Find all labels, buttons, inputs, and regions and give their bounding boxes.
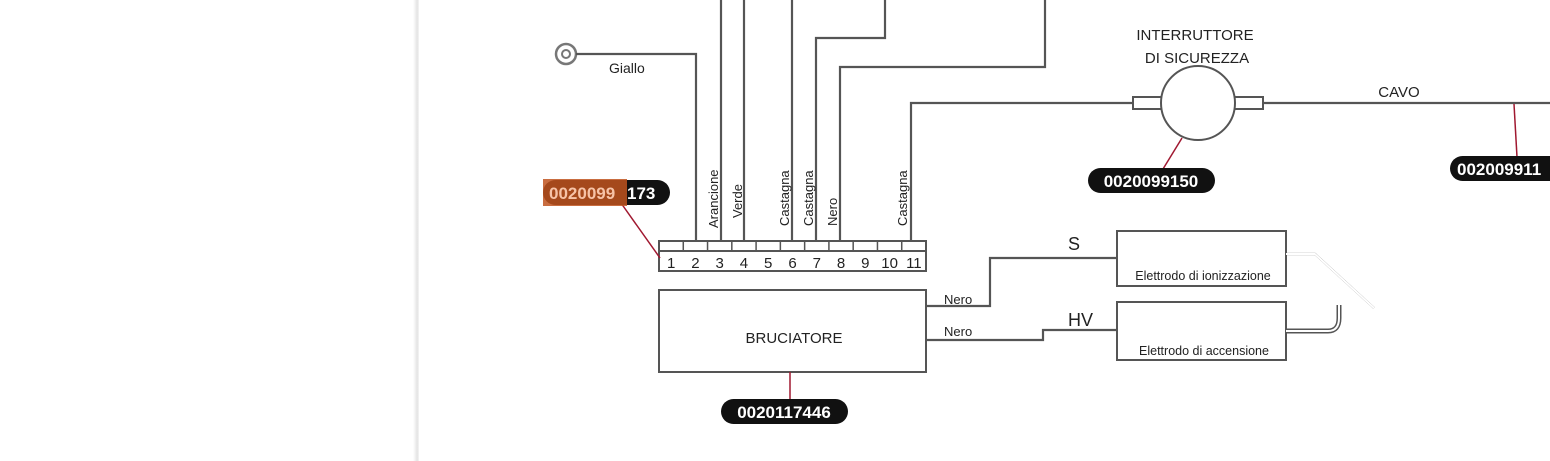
ignition-electrode	[1116, 301, 1342, 361]
hv-label: HV	[1068, 310, 1093, 330]
wiring-diagram: Giallo Arancione Verde Castagna Castagna…	[543, 0, 1550, 424]
leader-line	[1513, 103, 1518, 158]
ignition-label: Elettrodo di accensione	[1139, 344, 1269, 358]
part-badge-switch[interactable]: 0020099150	[1088, 168, 1215, 193]
badge-text: 173	[627, 184, 655, 203]
label-castagna-1: Castagna	[777, 170, 792, 226]
label-verde: Verde	[730, 184, 745, 218]
ionization-electrode	[1116, 230, 1375, 309]
page-edge-shadow	[413, 0, 419, 461]
terminal-number: 7	[813, 255, 821, 272]
burner-box	[658, 289, 927, 373]
wire-giallo	[576, 52, 698, 241]
part-badge-burner[interactable]: 0020117446	[721, 399, 848, 424]
burner-label: BRUCIATORE	[746, 330, 843, 347]
terminal-number: 11	[906, 255, 922, 272]
leader-line	[1162, 137, 1183, 170]
terminal-number: 9	[861, 255, 869, 272]
wire-castagna-2	[814, 0, 887, 241]
document-page[interactable]: Giallo Arancione Verde Castagna Castagna…	[419, 0, 1550, 461]
leader-line	[620, 202, 661, 259]
s-label: S	[1068, 234, 1080, 254]
wire-nero	[838, 0, 1047, 241]
terminal-number: 2	[691, 255, 699, 272]
terminal-number: 5	[764, 255, 772, 272]
wire-castagna-3	[909, 101, 1133, 241]
label-castagna-3: Castagna	[895, 170, 910, 226]
badge-text: 0020099150	[1104, 172, 1199, 191]
search-highlight	[543, 179, 627, 206]
label-nero: Nero	[825, 198, 840, 226]
ionization-label: Elettrodo di ionizzazione	[1135, 269, 1271, 283]
switch-label-2: DI SICUREZZA	[1145, 50, 1249, 67]
badge-text: 002009911	[1457, 160, 1541, 179]
terminal-number: 3	[716, 255, 724, 272]
wire-s	[926, 256, 1117, 308]
terminal-number: 4	[740, 255, 748, 272]
badge-text-highlighted: 0020099	[549, 184, 615, 203]
terminal-number: 1	[667, 255, 675, 272]
part-badge-cable[interactable]: 002009911	[1450, 156, 1550, 181]
label-nero-s: Nero	[944, 292, 972, 307]
part-badge-terminal-block[interactable]: 0020099 173	[543, 179, 670, 206]
ground-connector-icon	[554, 42, 578, 66]
badge-text: 0020117446	[737, 403, 831, 422]
terminal-number: 10	[881, 255, 898, 272]
label-nero-hv: Nero	[944, 324, 972, 339]
label-giallo: Giallo	[609, 60, 645, 76]
terminal-number: 8	[837, 255, 845, 272]
left-panel	[0, 0, 415, 461]
switch-label-1: INTERRUTTORE	[1136, 27, 1253, 44]
cable-label: CAVO	[1378, 84, 1419, 101]
label-arancione: Arancione	[706, 169, 721, 228]
safety-switch	[1132, 65, 1264, 141]
wire-hv	[926, 328, 1117, 342]
terminal-number: 6	[788, 255, 796, 272]
label-castagna-2: Castagna	[801, 170, 816, 226]
